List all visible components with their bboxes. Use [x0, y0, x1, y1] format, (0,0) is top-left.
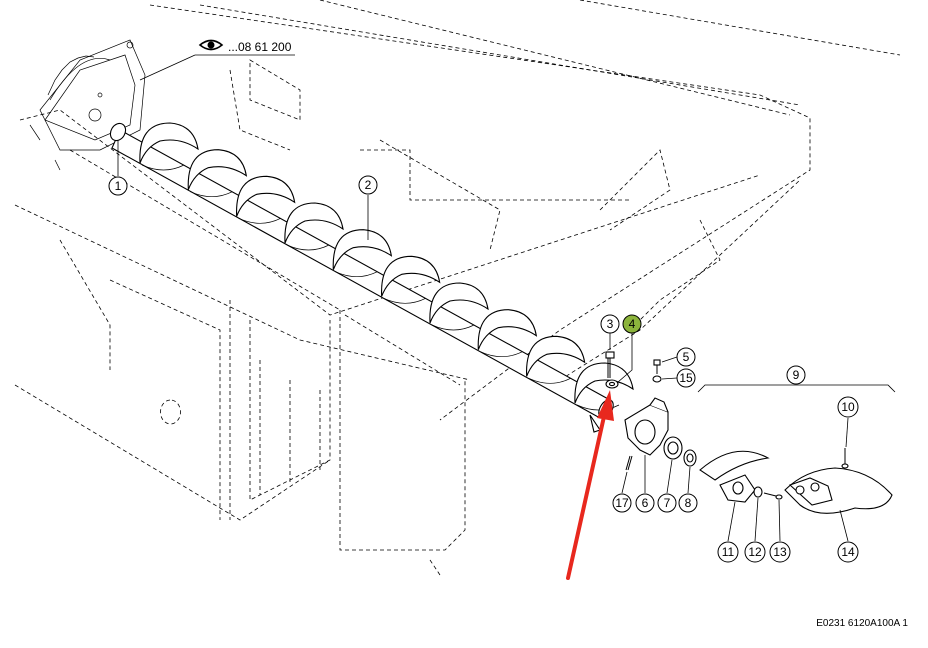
ring-8	[683, 449, 697, 467]
callout-leaders	[117, 54, 896, 542]
auger-flight-underside	[528, 378, 571, 384]
bolt-3	[605, 351, 615, 378]
auger-flight-underside	[238, 218, 281, 224]
auger-flight-underside	[335, 271, 378, 278]
svg-text:15: 15	[679, 371, 693, 385]
callout-1: 1	[108, 176, 128, 196]
svg-text:17: 17	[615, 496, 629, 510]
svg-text:8: 8	[685, 496, 692, 510]
callout-3: 3	[600, 314, 620, 334]
svg-text:13: 13	[773, 545, 787, 559]
housing-outline	[14, 0, 901, 576]
svg-text:10: 10	[841, 400, 855, 414]
auger-flight	[284, 202, 344, 244]
svg-text:7: 7	[664, 496, 671, 510]
auger-flight-underside	[190, 191, 233, 198]
auger-flight	[187, 149, 248, 190]
bearing-7	[663, 436, 683, 460]
assembly-9	[699, 448, 893, 514]
drive-housing	[29, 39, 146, 171]
svg-text:14: 14	[841, 545, 855, 559]
callout-14: 14	[837, 541, 859, 563]
auger-flight	[429, 282, 489, 324]
auger-flight-underside	[383, 298, 426, 304]
callout-15: 15	[676, 368, 696, 388]
svg-text:2: 2	[365, 178, 372, 192]
auger-flight-underside	[480, 351, 523, 358]
drawing-code: E0231 6120A100A 1	[816, 618, 908, 629]
auger-flight-underside	[286, 244, 330, 251]
screw-5	[653, 359, 661, 374]
callout-10: 10	[837, 396, 859, 418]
reference-label: ...08 61 200	[228, 40, 292, 54]
svg-text:6: 6	[642, 496, 649, 510]
callout-5: 5	[676, 347, 696, 367]
callout-13: 13	[769, 541, 791, 563]
auger-flight	[236, 175, 296, 217]
callout-12: 12	[744, 541, 766, 563]
red-pointer-arrow	[566, 390, 614, 580]
svg-text:3: 3	[607, 317, 614, 331]
auger-flight	[381, 255, 441, 297]
eye-icon	[198, 39, 224, 51]
bearing-housing-6	[624, 397, 669, 456]
auger-flight-underside	[576, 404, 620, 411]
svg-text:1: 1	[115, 179, 122, 193]
auger-flight	[477, 309, 538, 350]
auger-flight-underside	[431, 324, 475, 331]
auger-flight	[139, 122, 199, 164]
callouts: 1 2 3 4 5 6 7 8 9 10 11 12 13 14 15 17	[108, 175, 859, 563]
callout-6: 6	[635, 493, 655, 513]
svg-text:5: 5	[683, 350, 690, 364]
svg-text:12: 12	[748, 545, 762, 559]
washer-4	[605, 379, 619, 389]
auger-flight	[574, 362, 634, 404]
auger-flight	[332, 229, 393, 270]
callout-17: 17	[612, 493, 632, 513]
washer-15	[652, 375, 662, 383]
auger-flight	[526, 335, 586, 377]
svg-text:9: 9	[793, 368, 800, 382]
reference-link[interactable]: ...08 61 200	[198, 39, 292, 54]
pin-17	[625, 455, 633, 471]
callout-2: 2	[358, 175, 378, 195]
callout-8: 8	[678, 493, 698, 513]
callout-7: 7	[657, 493, 677, 513]
svg-text:11: 11	[722, 545, 735, 559]
callout-4-highlighted: 4	[622, 314, 642, 334]
callout-9: 9	[786, 365, 806, 385]
auger-flight-underside	[141, 164, 185, 171]
svg-text:4: 4	[629, 317, 636, 331]
callout-11: 11	[717, 541, 739, 563]
auger	[109, 122, 634, 433]
